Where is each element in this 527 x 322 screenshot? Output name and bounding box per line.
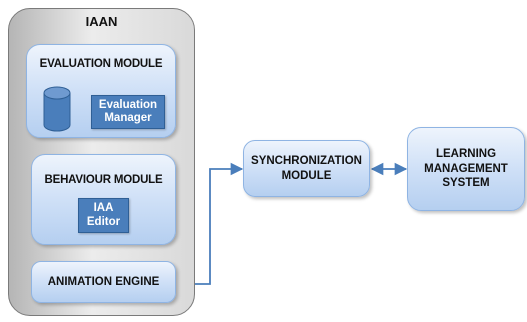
evaluation-module: EVALUATION MODULE Evaluation Manager bbox=[26, 44, 176, 138]
behaviour-module: BEHAVIOUR MODULE IAA Editor bbox=[31, 154, 176, 245]
evaluation-module-title: EVALUATION MODULE bbox=[39, 58, 163, 70]
iaa-editor-box: IAA Editor bbox=[78, 198, 129, 233]
database-icon bbox=[43, 86, 71, 132]
behaviour-module-title: BEHAVIOUR MODULE bbox=[44, 174, 163, 186]
evaluation-manager-box: Evaluation Manager bbox=[91, 95, 165, 129]
iaan-title: IAAN bbox=[85, 14, 118, 29]
animation-engine-box: ANIMATION ENGINE bbox=[31, 261, 176, 303]
lms-box: LEARNING MANAGEMENT SYSTEM bbox=[407, 127, 525, 211]
synchronization-module-box: SYNCHRONIZATION MODULE bbox=[243, 140, 370, 197]
